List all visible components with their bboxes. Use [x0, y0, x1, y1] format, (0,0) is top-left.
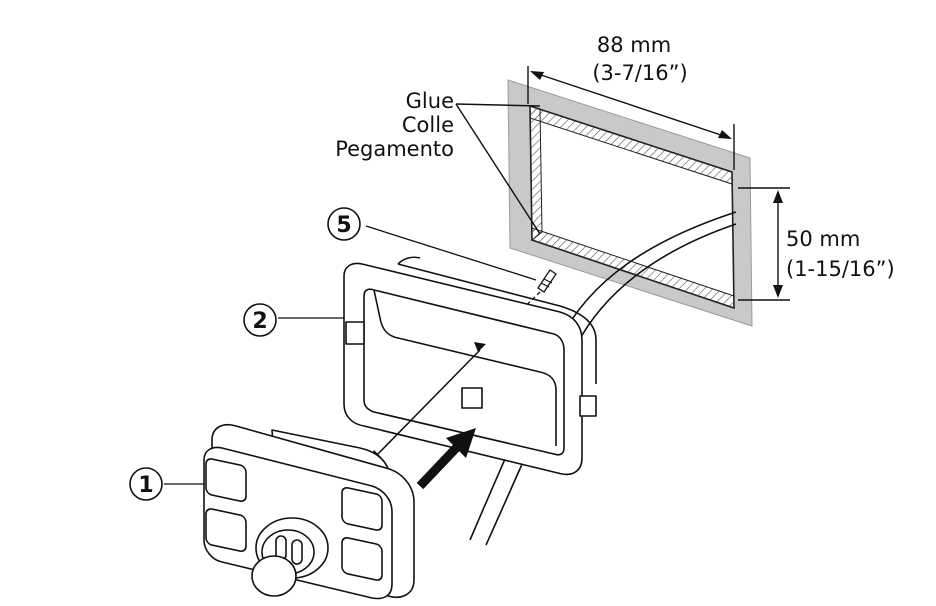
mounting-bracket	[343, 256, 597, 476]
callout-1: 1	[129, 467, 163, 501]
panel-cutout	[507, 79, 753, 327]
callout-2: 2	[243, 303, 277, 337]
height-metric-label: 50 mm	[786, 227, 860, 251]
remote-controller	[203, 424, 415, 600]
width-dimension	[527, 66, 735, 170]
leader-5	[365, 225, 537, 281]
width-imperial-label: (3-7/16”)	[592, 61, 687, 85]
height-imperial-label: (1-15/16”)	[786, 257, 895, 281]
glue-label-fr: Colle	[402, 113, 454, 137]
glue-label-es: Pegamento	[335, 137, 454, 161]
callout-2-number: 2	[252, 309, 267, 334]
glue-leaders	[455, 103, 541, 235]
push-arrow	[416, 428, 476, 490]
callout-5: 5	[327, 207, 361, 241]
glue-label-en: Glue	[406, 89, 454, 113]
width-metric-label: 88 mm	[597, 33, 671, 57]
callout-5-number: 5	[336, 213, 351, 238]
callout-1-number: 1	[138, 473, 153, 498]
height-dimension	[738, 187, 790, 301]
